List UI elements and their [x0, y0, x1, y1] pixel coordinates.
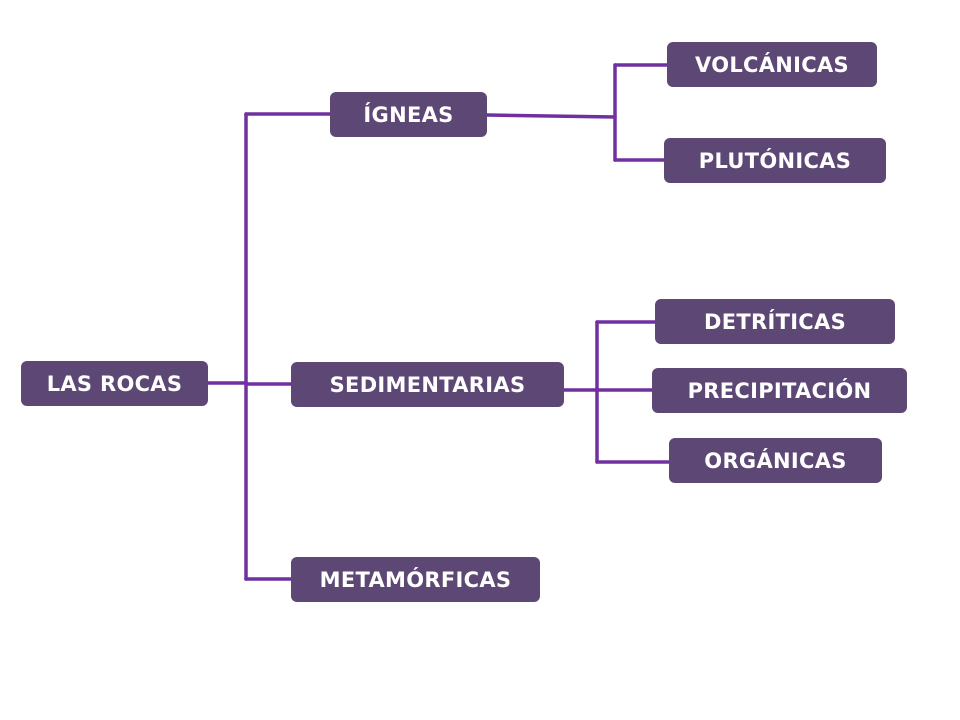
- node-detriticas: DETRÍTICAS: [655, 299, 895, 344]
- node-volcanicas: VOLCÁNICAS: [667, 42, 877, 87]
- connector-igneas-stub: [485, 113, 617, 119]
- node-sedimentarias: SEDIMENTARIAS: [291, 362, 564, 407]
- node-precipitacion: PRECIPITACIÓN: [652, 368, 907, 413]
- node-organicas: ORGÁNICAS: [669, 438, 882, 483]
- node-las-rocas: LAS ROCAS: [21, 361, 208, 406]
- node-igneas: ÍGNEAS: [330, 92, 487, 137]
- node-metamorficas: METAMÓRFICAS: [291, 557, 540, 602]
- node-plutonicas: PLUTÓNICAS: [664, 138, 886, 183]
